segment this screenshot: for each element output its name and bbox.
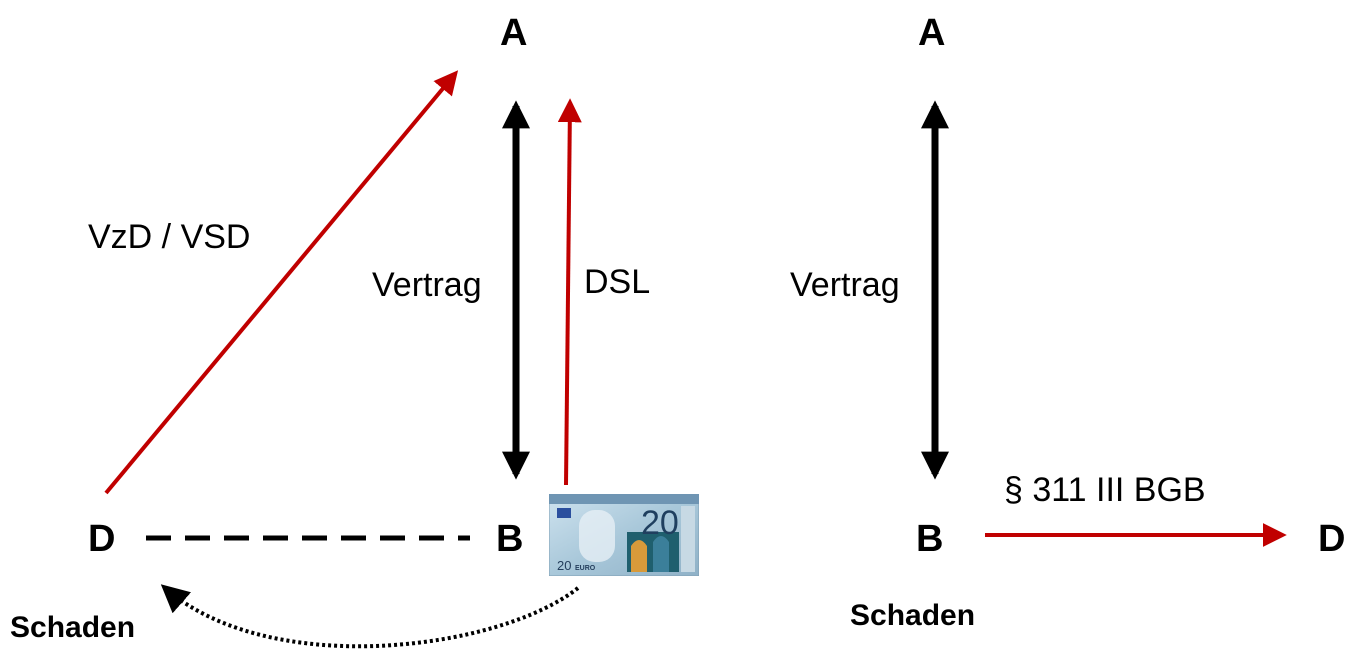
bgb-label: § 311 III BGB [1004,471,1206,509]
contract-label-right: Vertrag [790,266,900,304]
node-a-left: A [500,12,528,54]
node-d-left: D [88,518,116,560]
banknote-value-small: 20 [557,558,571,573]
contract-label-left: Vertrag [372,266,482,304]
node-b-left: B [496,518,524,560]
banknote-currency: EURO [575,565,596,572]
banknote-image: 20 EURO 20 [548,493,700,577]
node-d-right: D [1318,518,1346,560]
damage-label-right: Schaden [850,599,976,632]
vzd-vsd-label: VzD / VSD [88,218,251,256]
dsl-arrow [557,98,582,486]
dsl-label: DSL [584,263,651,301]
node-a-right: A [918,12,946,54]
banknote-value-large: 20 [641,504,679,542]
node-b-right: B [916,518,944,560]
damage-shift-arrow [160,584,580,649]
damage-label-left: Schaden [10,611,136,644]
vzd-vsd-arrow [104,70,459,495]
